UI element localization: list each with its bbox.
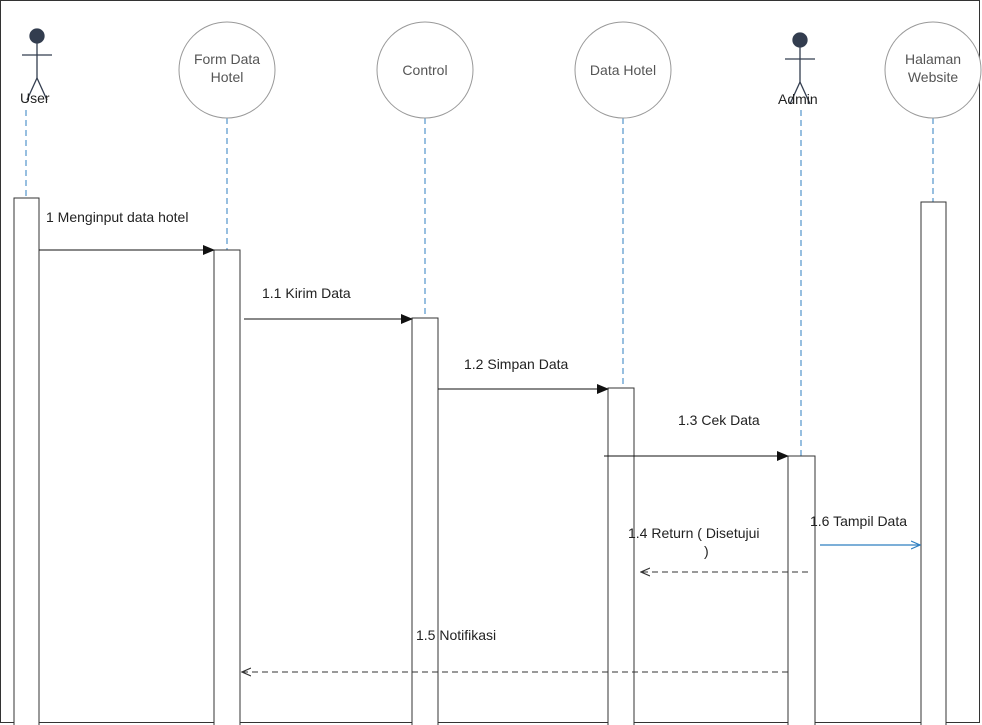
message-1-2-label: 1.2 Simpan Data <box>464 356 568 372</box>
participant-data-hotel: Data Hotel <box>574 21 672 119</box>
participant-form-data-hotel: Form Data Hotel <box>178 21 276 119</box>
lifelines <box>25 110 934 456</box>
participant-control: Control <box>376 21 474 119</box>
activation-admin <box>787 455 816 725</box>
message-1-3-label: 1.3 Cek Data <box>678 412 760 428</box>
halaman-website-label-line1: Halaman <box>905 51 961 67</box>
activation-halaman-website <box>920 201 947 725</box>
activation-form-data-hotel <box>213 249 241 725</box>
participant-user-label: User <box>20 90 50 106</box>
activation-user <box>13 197 40 725</box>
message-1-6-label: 1.6 Tampil Data <box>810 513 907 529</box>
message-1-4-label-line1: 1.4 Return ( Disetujui <box>628 525 760 541</box>
actor-user-icon <box>22 28 52 101</box>
participant-admin-label: Admin <box>778 91 818 107</box>
control-label: Control <box>402 62 447 78</box>
message-1-5-label: 1.5 Notifikasi <box>416 627 496 643</box>
data-hotel-label: Data Hotel <box>590 62 656 78</box>
activation-control <box>411 317 439 725</box>
activation-data-hotel <box>607 387 635 725</box>
message-1-1-label: 1.1 Kirim Data <box>262 285 351 301</box>
halaman-website-label-line2: Website <box>908 69 959 85</box>
actor-admin-icon <box>785 32 815 105</box>
form-data-hotel-label-line2: Hotel <box>211 69 244 85</box>
message-1-4-label-line2: ) <box>704 543 709 559</box>
participant-halaman-website: Halaman Website <box>884 21 982 119</box>
form-data-hotel-label-line1: Form Data <box>194 51 260 67</box>
activation-bars <box>13 197 947 725</box>
message-1-label: 1 Menginput data hotel <box>46 209 188 225</box>
